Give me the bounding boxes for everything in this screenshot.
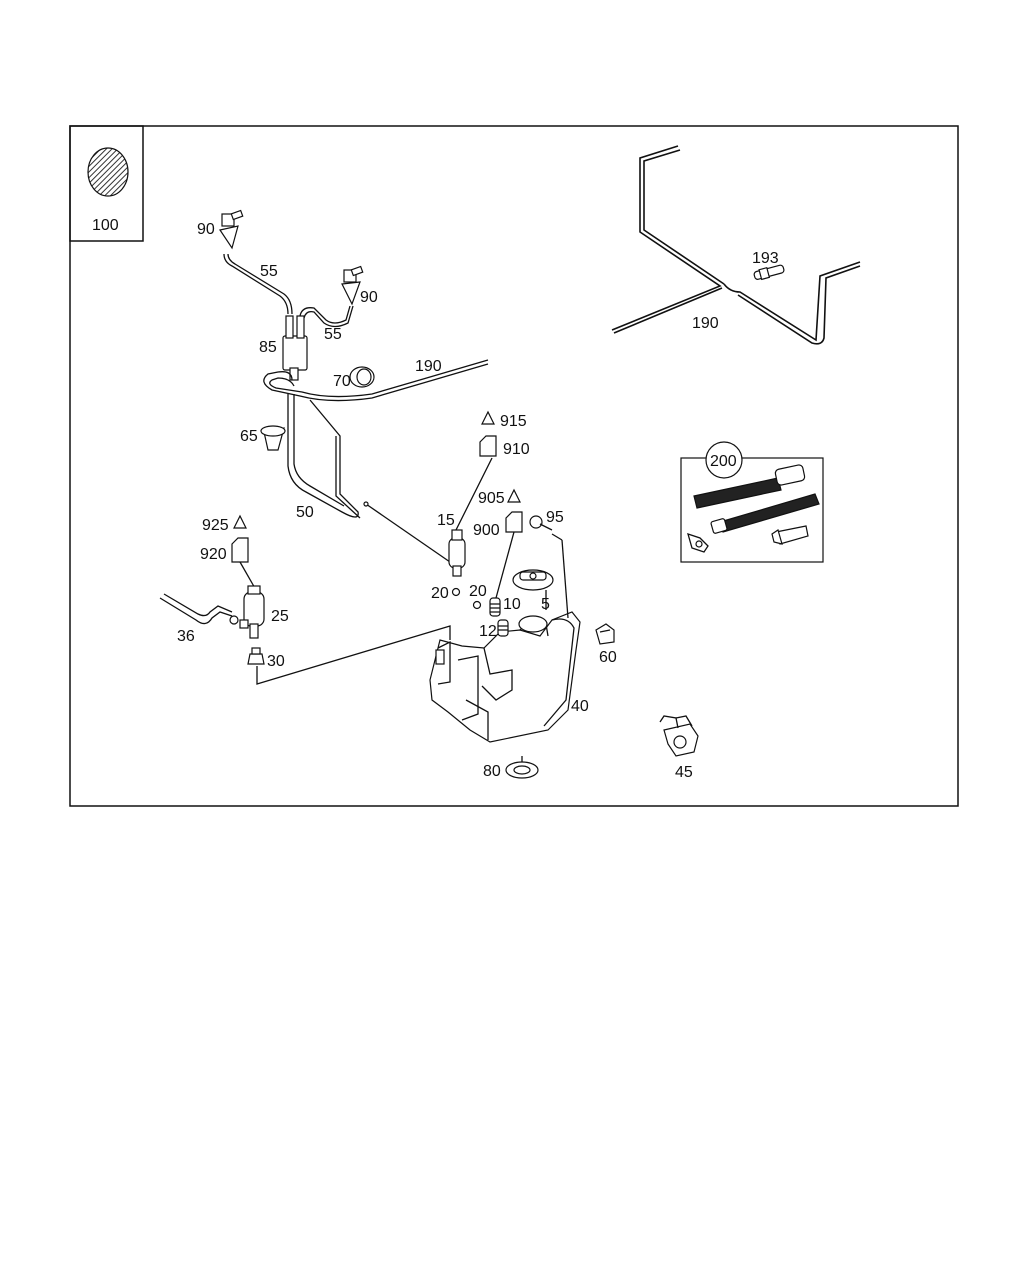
pump-15-icon: [448, 457, 493, 577]
callout-20-right: 20: [469, 583, 487, 600]
callout-25: 25: [271, 608, 289, 625]
callout-95: 95: [546, 509, 564, 526]
legend-box: [69, 125, 144, 242]
callout-80: 80: [483, 763, 501, 780]
seal-80-icon: [505, 756, 539, 779]
callout-90-left: 90: [197, 221, 215, 238]
callout-30: 30: [267, 653, 285, 670]
callout-200: 200: [710, 453, 737, 470]
connector-193-icon: [753, 264, 785, 281]
callout-55-lower: 55: [324, 326, 342, 343]
callout-85: 85: [259, 339, 277, 356]
screw-95-icon: [529, 515, 553, 531]
connection-line: [256, 625, 451, 685]
hose-190-right: [611, 145, 861, 345]
pump-25-icon: [239, 585, 265, 639]
callout-915: 915: [500, 413, 527, 430]
plug-920-icon: [231, 537, 257, 591]
nozzle-90-left-icon: [219, 209, 244, 250]
filler-neck-icon: [518, 615, 548, 633]
nozzle-90-right-icon: [341, 265, 364, 306]
callout-55-upper: 55: [260, 263, 278, 280]
plug-925-icon: [233, 514, 247, 529]
callout-36: 36: [177, 628, 195, 645]
callout-70: 70: [333, 373, 351, 390]
seal-20-left-icon: [451, 587, 461, 597]
callout-labels: 100 90 90 55 55 85 70 190 190 193 65 50 …: [92, 217, 779, 781]
hose-36-lines: [159, 593, 239, 625]
callout-100: 100: [92, 217, 119, 234]
kit-clip-icon: [687, 532, 709, 553]
callout-60: 60: [599, 649, 617, 666]
hose-55-lines: [223, 253, 354, 328]
sensor-12-icon: [497, 619, 509, 637]
diagram-frame: [69, 125, 959, 807]
junction-85-icon: [282, 315, 308, 381]
cap-5-icon: [512, 569, 554, 610]
callout-40: 40: [571, 698, 589, 715]
callout-925: 925: [202, 517, 229, 534]
seal-20-right-icon: [472, 600, 482, 610]
callout-20-left: 20: [431, 585, 449, 602]
callout-90-right: 90: [360, 289, 378, 306]
callout-193: 193: [752, 250, 779, 267]
callout-905: 905: [478, 490, 505, 507]
callout-920: 920: [200, 546, 227, 563]
callout-190-left: 190: [415, 358, 442, 375]
plug-915-icon: [481, 410, 495, 425]
grommet-65-icon: [260, 425, 286, 451]
callout-45: 45: [675, 764, 693, 781]
hose-50-lines: [287, 394, 451, 563]
callout-190-right: 190: [692, 315, 719, 332]
sensor-10-icon: [489, 597, 501, 617]
callout-50: 50: [296, 504, 314, 521]
kit-200-circle: [705, 441, 743, 479]
plug-900-icon: [495, 511, 523, 599]
hatched-seal-icon: [87, 147, 129, 197]
grommet-70-icon: [349, 366, 375, 388]
hose-190-left: [263, 359, 489, 402]
plug-905-icon: [507, 488, 521, 503]
callout-15: 15: [437, 512, 455, 529]
callout-65: 65: [240, 428, 258, 445]
kit-tube-icon: [771, 525, 809, 545]
callout-10: 10: [503, 596, 521, 613]
clip-60-icon: [595, 623, 615, 645]
callout-910: 910: [503, 441, 530, 458]
bracket-45-icon: [659, 715, 699, 757]
reservoir-40-icon: [429, 533, 581, 743]
callout-5: 5: [541, 596, 550, 613]
plug-910-icon: [479, 435, 497, 457]
callout-900: 900: [473, 522, 500, 539]
grommet-30-icon: [247, 647, 265, 665]
kit-200-box: [680, 457, 824, 563]
callout-12: 12: [479, 623, 497, 640]
kit-hose-icon: [693, 464, 820, 534]
